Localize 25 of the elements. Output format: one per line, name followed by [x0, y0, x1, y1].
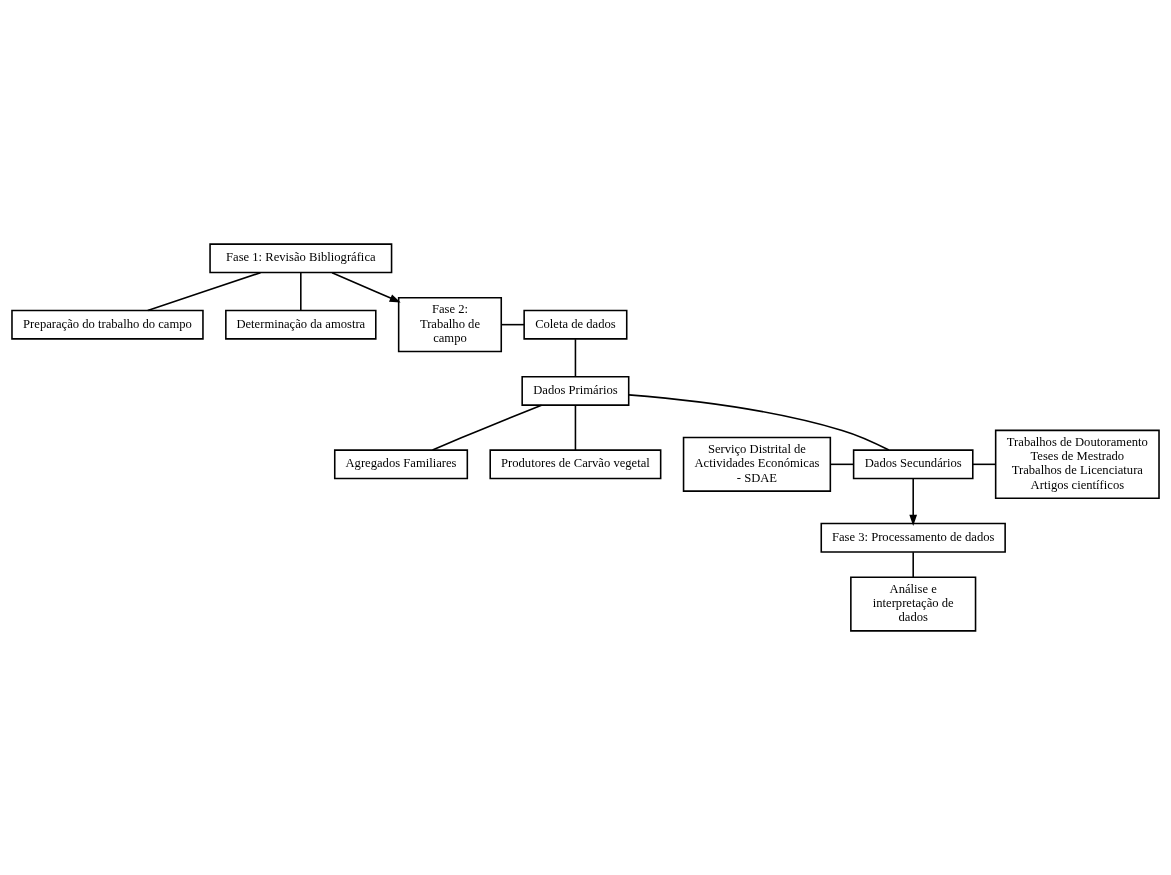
- arrow: [909, 477, 918, 526]
- node-box: Coleta de dados: [523, 309, 628, 340]
- connector: [431, 404, 543, 451]
- connector: [300, 272, 302, 312]
- node-box: Preparação do trabalho do campo: [11, 309, 204, 340]
- node-box: Fase 1: Revisão Bibliográfica: [209, 243, 393, 274]
- node-box: Fase 3: Processamento de dados: [820, 522, 1006, 553]
- connector: [912, 551, 914, 578]
- node-box: Produtores de Carvão vegetal: [489, 449, 662, 480]
- connector: [500, 323, 525, 326]
- node-box: Dados Primários: [521, 375, 630, 406]
- arrow: [331, 271, 401, 303]
- connector: [146, 271, 262, 312]
- node-box: Fase 2: Trabalho de campo: [397, 297, 503, 353]
- node-box: Determinação da amostra: [225, 309, 377, 340]
- connector: [829, 463, 855, 466]
- connector: [574, 404, 577, 451]
- node-box: Dados Secundários: [852, 449, 974, 480]
- node-box: Serviço Distrital de Actividades Económicas - SDAE: [682, 436, 832, 492]
- node-box: Trabalhos de Doutoramento Teses de Mestrado Trabalhos de Licenciatura Artigos científicos: [994, 429, 1160, 500]
- connector: [574, 338, 577, 378]
- node-box: Agregados Familiares: [333, 449, 469, 480]
- connector: [628, 394, 890, 451]
- connector: [972, 463, 997, 466]
- node-box: Análise e interpretação de dados: [850, 576, 977, 632]
